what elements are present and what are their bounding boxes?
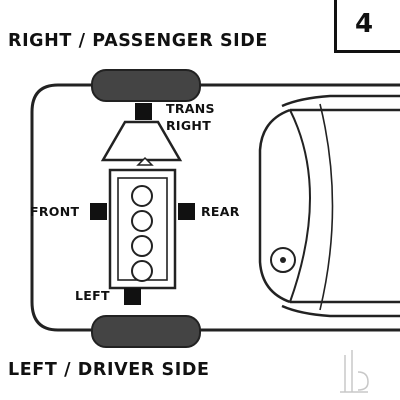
- page-number-box: [334, 0, 400, 53]
- cylinder: [131, 210, 153, 232]
- vehicle-outline: [30, 83, 400, 332]
- cylinder: [131, 235, 153, 257]
- page-number: 4: [355, 9, 374, 39]
- left-mount-label: LEFT: [75, 288, 110, 303]
- rear-mount-label: REAR: [201, 204, 240, 219]
- mount-rear: [178, 203, 195, 220]
- left-driver-side-label: LEFT / DRIVER SIDE: [8, 360, 210, 380]
- mount-left: [124, 288, 141, 305]
- mount-trans-right: [135, 103, 152, 120]
- watermark-logo: [340, 350, 369, 393]
- left-front-tire: [91, 315, 201, 348]
- transmission: [100, 120, 183, 162]
- cabin-outline: [258, 94, 400, 318]
- right-front-tire: [91, 69, 201, 102]
- mount-front: [90, 203, 107, 220]
- steering-wheel-icon: [270, 247, 296, 273]
- right-passenger-side-label: RIGHT / PASSENGER SIDE: [8, 31, 268, 51]
- cylinder: [131, 185, 153, 207]
- engine-block: [108, 168, 177, 290]
- cylinder: [131, 260, 153, 282]
- front-mount-label: FRONT: [30, 204, 80, 219]
- trans-right-label-line1: TRANS: [166, 101, 215, 116]
- trans-right-label-line2: RIGHT: [166, 118, 212, 133]
